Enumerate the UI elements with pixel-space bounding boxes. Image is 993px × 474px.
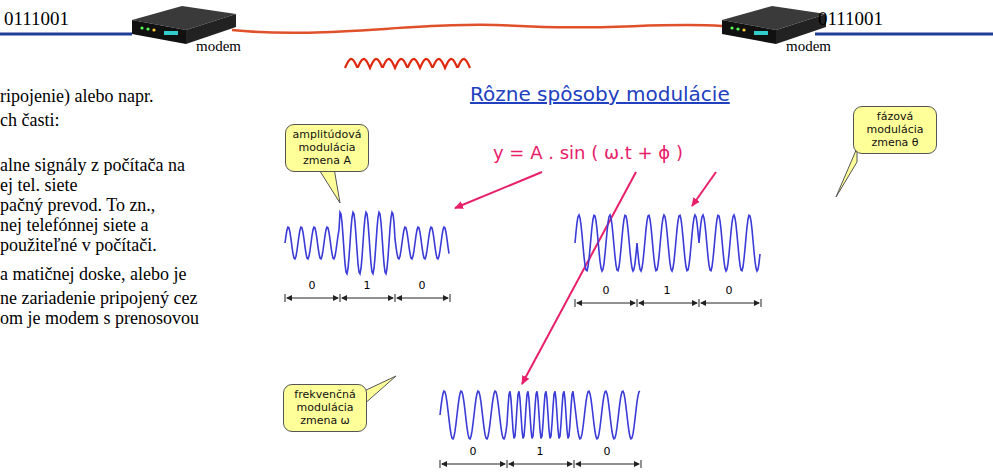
bit-value: 0 — [309, 280, 316, 293]
callout-tail — [318, 168, 340, 203]
body-text: ne zariadenie pripojený cez — [0, 288, 197, 309]
pointer-arrow — [522, 172, 636, 384]
bit-value: 0 — [604, 446, 611, 459]
bit-boundary — [440, 460, 441, 468]
body-text: om je modem s prenosovou — [0, 308, 199, 329]
bit-boundary — [574, 460, 575, 468]
bit-string: 0111001 — [818, 8, 883, 30]
body-text: nej telefónnej siete a — [0, 215, 148, 236]
pointer-arrow — [692, 172, 716, 206]
bit-value: 1 — [664, 285, 671, 298]
body-text: ch časti: — [0, 110, 59, 131]
bit-value: 0 — [726, 285, 733, 298]
data-line — [815, 33, 993, 36]
bit-value: 0 — [419, 280, 426, 293]
bit-boundary — [507, 460, 508, 468]
callout-text: amplitúdová modulácia zmena A — [290, 128, 364, 168]
callout-box: amplitúdová modulácia zmena A — [285, 124, 369, 172]
callout-box: frekvenčná modulácia zmena ω — [283, 384, 367, 432]
body-text: pačný prevod. To zn., — [0, 195, 155, 216]
bit-boundary — [395, 294, 396, 302]
pm-wave — [575, 215, 760, 271]
diagram-title: Rôzne spôsoby modulácie — [470, 83, 730, 106]
bit-string: 0111001 — [4, 8, 69, 30]
device-label: modem — [196, 38, 241, 55]
fm-wave — [440, 391, 640, 439]
pointer-arrow — [455, 172, 542, 208]
bit-range-arrow — [577, 303, 635, 304]
bit-value: 0 — [470, 446, 477, 459]
bit-range-arrow — [701, 303, 759, 304]
bit-boundary — [340, 294, 341, 302]
bit-boundary — [285, 294, 286, 302]
callout-tail — [362, 376, 396, 406]
body-text: ripojenie) alebo napr. — [0, 86, 153, 107]
bit-boundary — [699, 299, 700, 307]
formula: y = A . sin ( ω.t + ϕ ) — [493, 143, 683, 164]
callout-tail — [836, 148, 857, 197]
bit-range-arrow — [287, 298, 338, 299]
callout-text: fázová modulácia zmena θ — [858, 110, 932, 150]
bit-boundary — [450, 294, 451, 302]
bit-value: 1 — [364, 280, 371, 293]
bit-boundary — [575, 299, 576, 307]
signal-wave — [345, 59, 470, 68]
bit-range-arrow — [576, 464, 639, 465]
device-label: modem — [786, 38, 831, 55]
bit-boundary — [637, 299, 638, 307]
bit-value: 0 — [603, 285, 610, 298]
body-text: a matičnej doske, alebo je — [0, 264, 186, 285]
phone-line — [232, 25, 722, 33]
bit-range-arrow — [639, 303, 697, 304]
callout-text: frekvenčná modulácia zmena ω — [288, 388, 362, 428]
body-text: ej tel. siete — [0, 175, 77, 196]
bit-boundary — [641, 460, 642, 468]
data-line — [0, 33, 132, 36]
bit-range-arrow — [509, 464, 572, 465]
body-text: alne signály z počítača na — [0, 155, 185, 176]
bit-range-arrow — [342, 298, 393, 299]
bit-range-arrow — [442, 464, 505, 465]
body-text: použiteľné v počítači. — [0, 235, 157, 256]
callout-box: fázová modulácia zmena θ — [853, 106, 937, 154]
bit-boundary — [761, 299, 762, 307]
am-wave — [285, 212, 449, 274]
bit-value: 1 — [537, 446, 544, 459]
bit-range-arrow — [397, 298, 448, 299]
